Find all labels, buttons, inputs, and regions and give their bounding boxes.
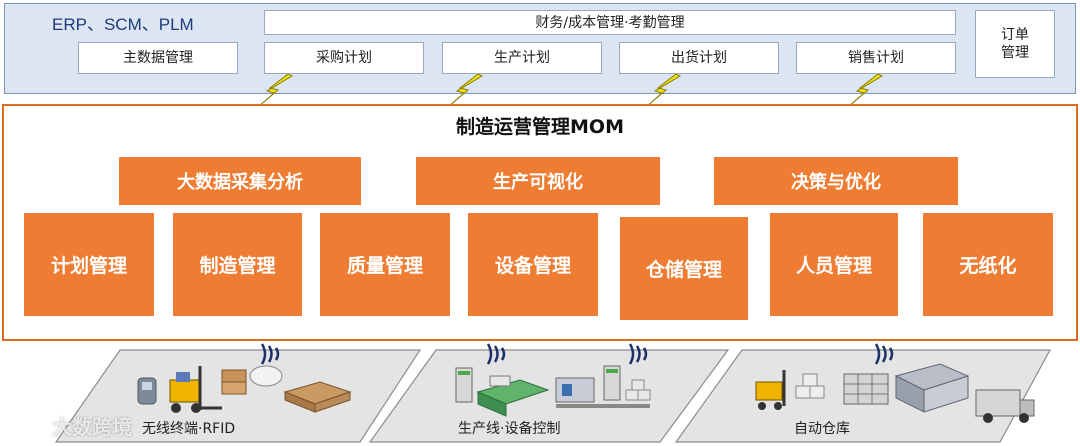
purchase-plan-box: 采购计划 [264,42,424,74]
manufacturing-management-module: 制造管理 [173,213,302,316]
warehouse-management-module: 仓储管理 [620,217,748,320]
goods-boxes-icon [625,379,651,401]
production-line-label: 生产线·设备控制 [458,421,561,437]
wireless-signal-icon [874,343,894,365]
assembly-line-icon [555,377,650,408]
watermark-logo-icon [6,418,45,433]
quality-management-module: 质量管理 [320,213,450,316]
lightning-icon [257,74,294,108]
paperless-module: 无纸化 [923,213,1053,316]
finance-cost-attendance-bar: 财务/成本管理·考勤管理 [264,10,956,35]
lightning-icon [447,74,484,108]
enterprise-systems-label: ERP、SCM、PLM [52,15,194,34]
shop-floor-platforms [54,349,1052,443]
wireless-signal-icon [486,343,506,365]
order-management-line1: 订单 [1001,27,1029,43]
handheld-terminal-icon [137,377,157,405]
plan-management-module: 计划管理 [24,213,154,316]
wireless-rfid-label: 无线终端·RFID [142,421,236,437]
control-computer-icon-2 [603,365,621,401]
stacked-goods-icon [795,373,825,399]
sales-plan-box: 销售计划 [796,42,956,74]
control-computer-icon [455,367,473,403]
wireless-signal-icon [260,343,280,365]
shipping-plan-box: 出货计划 [619,42,779,74]
platform-wireless [54,349,422,443]
crate-stack-icon [221,369,247,395]
lightning-icon [645,74,682,108]
warehouse-building-icon [894,363,970,413]
watermark: 大数跨境 [6,411,132,440]
pallet-boxes-icon [283,381,352,413]
automatic-warehouse-label: 自动仓库 [794,421,850,437]
big-data-analysis-box: 大数据采集分析 [119,157,361,205]
forklift-icon [169,366,222,413]
personnel-management-module: 人员管理 [770,213,898,316]
order-management-line2: 管理 [1001,45,1029,61]
truck-icon [975,389,1035,423]
production-visualization-box: 生产可视化 [416,157,660,205]
watermark-text: 大数跨境 [52,415,132,439]
automated-rack-icon [843,373,889,405]
wireless-signal-icon [628,343,648,365]
sensor-icon [249,365,283,387]
equipment-management-module: 设备管理 [468,213,598,316]
mom-title: 制造运营管理MOM [456,116,624,138]
warehouse-forklift-icon [755,370,786,410]
lightning-icon [847,74,884,108]
master-data-box: 主数据管理 [78,42,238,74]
production-plan-box: 生产计划 [442,42,602,74]
order-management-box: 订单 管理 [975,10,1055,78]
processing-machine-icon [476,375,550,417]
decision-optimization-box: 决策与优化 [714,157,958,205]
